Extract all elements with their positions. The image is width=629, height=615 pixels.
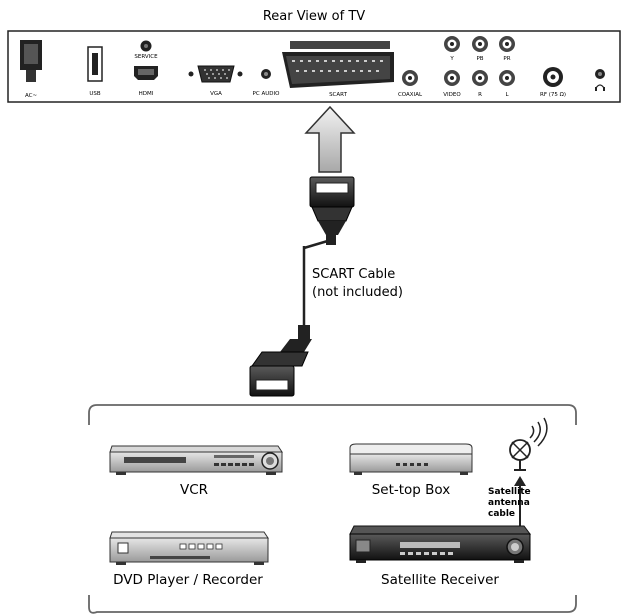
antenna-label-line2: antenna — [488, 498, 530, 508]
scart-label: SCART — [329, 92, 348, 98]
satellite-receiver-label: Satellite Receiver — [381, 572, 499, 588]
rf-label: RF (75 Ω) — [540, 92, 566, 98]
tv-rear-panel: AC~ USB SERVICE HDMI VGA — [7, 30, 621, 103]
settop-box-device — [349, 443, 473, 475]
cable-label-line2: (not included) — [312, 285, 403, 300]
scart-port: SCART — [282, 41, 394, 98]
arrow-up-icon — [304, 105, 356, 173]
antenna-label-line1: Satellite — [488, 487, 531, 497]
ac-power-port: AC~ — [20, 40, 42, 99]
hdmi-label: HDMI — [139, 91, 154, 97]
component-ports: Y PB PR — [444, 36, 515, 62]
rf-port: RF (75 Ω) — [540, 67, 566, 98]
pb-label: PB — [476, 56, 483, 62]
dvd-player-label: DVD Player / Recorder — [113, 572, 263, 588]
coaxial-port: COAXIAL — [398, 70, 423, 98]
l-label: L — [505, 92, 509, 98]
y-label: Y — [449, 56, 454, 62]
devices-bracket-top — [88, 404, 577, 425]
antenna-arrow-icon — [514, 476, 526, 486]
cable-label-line1: SCART Cable — [312, 267, 395, 282]
pc-audio-label: PC AUDIO — [253, 91, 281, 97]
ac-label: AC~ — [25, 93, 38, 99]
service-label: SERVICE — [134, 54, 158, 60]
headphone-port — [595, 69, 605, 91]
antenna-label-line3: cable — [488, 509, 515, 519]
satellite-receiver-device — [349, 525, 531, 563]
settop-box-label: Set-top Box — [372, 482, 451, 498]
vga-port: VGA — [188, 65, 243, 97]
usb-port: USB — [87, 46, 103, 97]
coaxial-label: COAXIAL — [398, 92, 423, 98]
devices-bracket-bottom — [88, 595, 577, 614]
pr-label: PR — [503, 56, 510, 62]
usb-label: USB — [89, 91, 101, 97]
scart-plug-bottom — [249, 325, 312, 397]
r-label: R — [478, 92, 482, 98]
diagram-title: Rear View of TV — [263, 9, 365, 24]
video-label: VIDEO — [443, 92, 461, 98]
satellite-dish-icon — [509, 417, 548, 471]
pc-audio-port: PC AUDIO — [253, 69, 281, 97]
dvd-player-device — [109, 531, 269, 565]
vga-label: VGA — [210, 91, 222, 97]
vcr-label: VCR — [180, 482, 208, 498]
scart-plug-top — [309, 176, 355, 245]
composite-ports: VIDEO R L — [443, 70, 515, 98]
vcr-device — [109, 445, 283, 475]
hdmi-port: SERVICE HDMI — [134, 40, 158, 97]
